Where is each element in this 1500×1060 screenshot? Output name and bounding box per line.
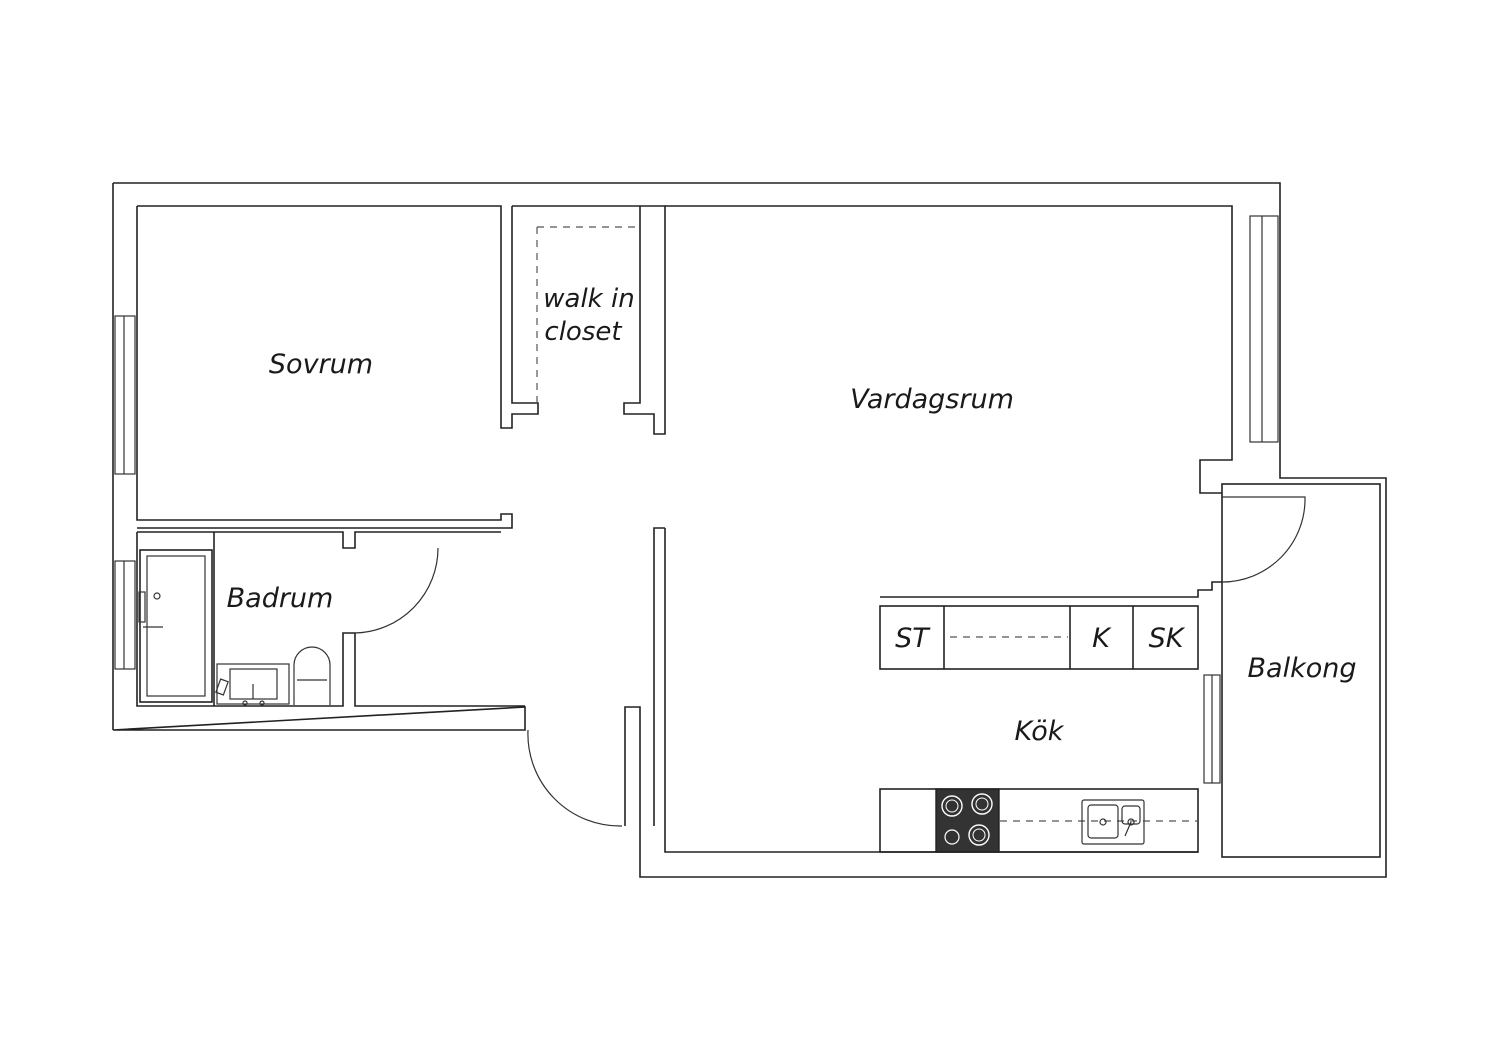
room-label-vardagsrum: Vardagsrum bbox=[850, 384, 1014, 415]
kitchen-upper-counter bbox=[879, 605, 1199, 670]
balcony bbox=[1221, 483, 1381, 858]
washbasin-icon bbox=[215, 663, 290, 706]
door-swing-icon bbox=[354, 496, 1306, 827]
kitchen-lower-counter bbox=[879, 788, 1199, 853]
shower-icon bbox=[138, 549, 213, 703]
room-label-closet-line2: closet bbox=[544, 317, 622, 347]
kitchen-unit-k: K bbox=[1092, 623, 1112, 654]
room-label-closet-line1: walk in bbox=[543, 284, 634, 314]
closet-walls bbox=[512, 205, 666, 435]
bathroom-walls bbox=[136, 531, 525, 707]
stove-icon bbox=[935, 788, 1000, 853]
room-label-sovrum: Sovrum bbox=[269, 349, 373, 380]
room-label-balkong: Balkong bbox=[1248, 653, 1357, 684]
sink-icon bbox=[1081, 799, 1145, 845]
window-icon bbox=[114, 215, 1279, 784]
living-walls bbox=[653, 205, 1233, 853]
room-label-badrum: Badrum bbox=[227, 583, 334, 614]
outer-walls bbox=[112, 182, 1387, 878]
kitchen-unit-sk: SK bbox=[1149, 623, 1186, 654]
room-label-kok: Kök bbox=[1015, 716, 1065, 747]
kitchen-unit-st: ST bbox=[895, 623, 931, 654]
bedroom-walls bbox=[136, 205, 539, 529]
toilet-icon bbox=[293, 646, 331, 705]
